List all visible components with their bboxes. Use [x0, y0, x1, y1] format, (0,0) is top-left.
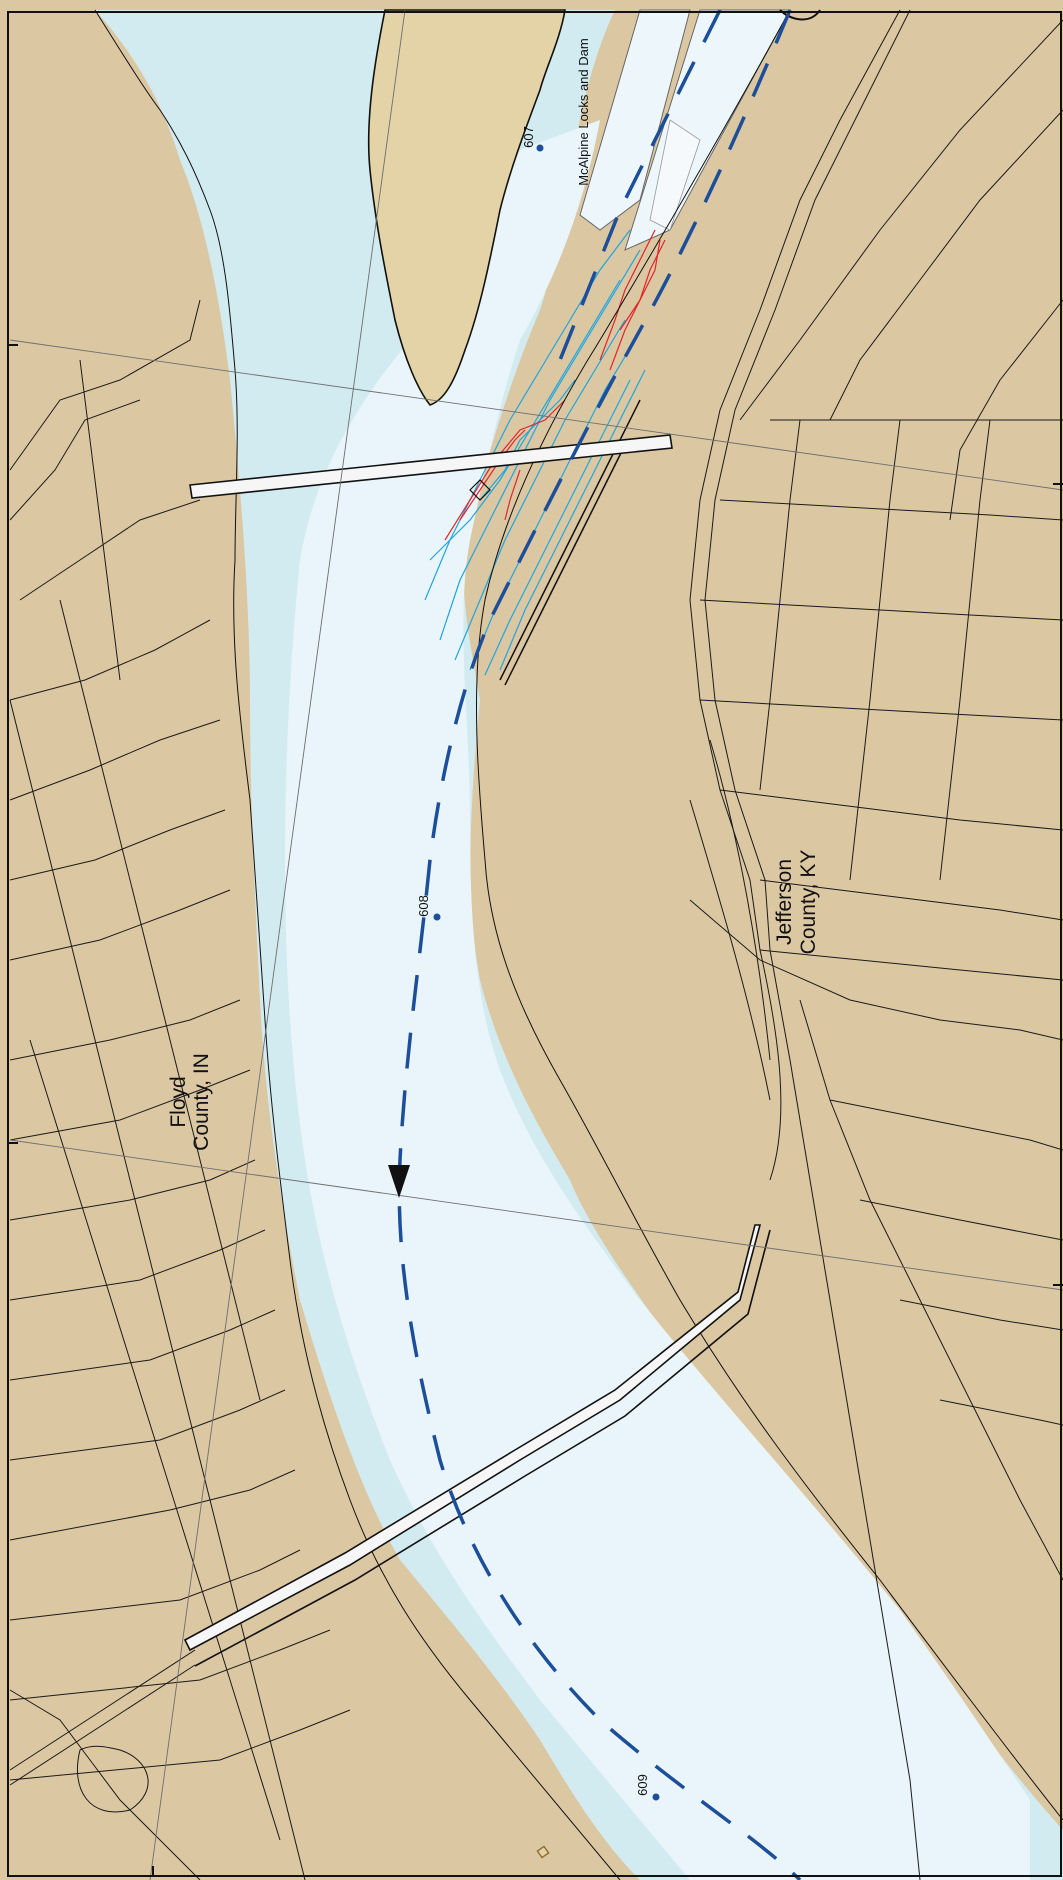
jefferson-county-label-2: County, KY [797, 850, 820, 955]
grid-lines [9, 9, 1063, 1880]
mile-609-label: 609 [635, 1774, 650, 1796]
kentucky-shoreline [475, 9, 1063, 1821]
bridge-south [183, 1224, 762, 1652]
bridges [183, 434, 771, 1667]
sailing-line [397, 9, 802, 1880]
mile-608-label: 608 [416, 895, 431, 917]
jefferson-county-label-1: Jefferson [773, 859, 796, 945]
indiana-shoreline [94, 9, 621, 1880]
bridge-north [189, 434, 673, 499]
map-frame [7, 11, 1062, 1877]
river-deep-water [285, 120, 1030, 1880]
blue-dot-icon [652, 1793, 660, 1801]
blue-dot-icon [536, 144, 544, 152]
floyd-county-label-1: Floyd [167, 1076, 190, 1127]
blue-dot-icon [433, 913, 441, 921]
indiana-road-network [9, 299, 351, 1880]
marker-icon [536, 1845, 550, 1859]
sailing-line-lock-north [558, 9, 722, 361]
kentucky-road-network [689, 9, 1063, 1880]
locks-label: McAlpine Locks and Dam [576, 38, 591, 185]
arrowhead-down-icon [388, 1165, 410, 1198]
island [367, 9, 566, 406]
mile-607-label: 607 [521, 126, 536, 148]
floyd-county-label-2: County, IN [190, 1053, 213, 1151]
